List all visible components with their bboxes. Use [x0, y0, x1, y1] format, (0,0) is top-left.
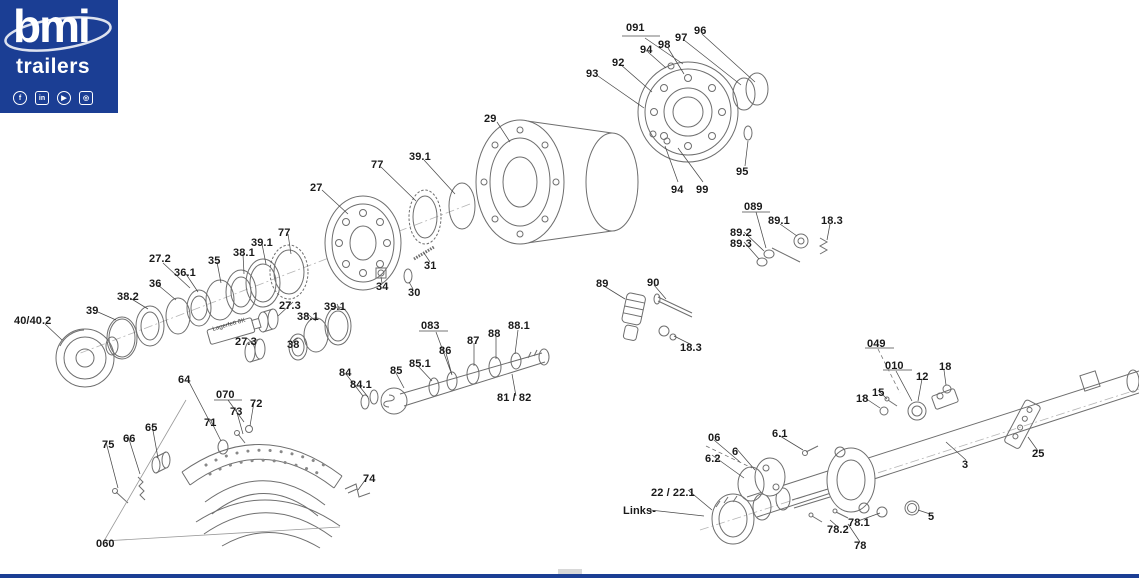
- part-label-93: 93: [586, 68, 599, 80]
- part-label-81-82: 81 / 82: [497, 392, 532, 404]
- part-label-39.1: 39.1: [324, 301, 346, 313]
- part-label-22-22.1: 22 / 22.1: [651, 487, 695, 499]
- part-label-27.3: 27.3: [279, 300, 301, 312]
- part-label-64: 64: [178, 374, 191, 386]
- part-label-18.3: 18.3: [821, 215, 843, 227]
- part-label-92: 92: [612, 57, 625, 69]
- linkedin-icon[interactable]: in: [35, 91, 49, 105]
- part-label-089: 089: [744, 201, 763, 213]
- part-label-29: 29: [484, 113, 497, 125]
- part-label-89: 89: [596, 278, 609, 290]
- part-label-38.2: 38.2: [117, 291, 139, 303]
- part-label-99: 99: [696, 184, 709, 196]
- logo-swoosh-icon: [4, 16, 112, 52]
- part-label-87: 87: [467, 335, 480, 347]
- part-label-39.1: 39.1: [251, 237, 273, 249]
- part-label-083: 083: [421, 320, 440, 332]
- brand-name: bmi: [13, 0, 91, 52]
- footer-tab: [558, 569, 582, 576]
- part-label-010: 010: [885, 360, 904, 372]
- part-label-66: 66: [123, 433, 136, 445]
- part-label-38.1: 38.1: [233, 247, 255, 259]
- part-label-12: 12: [916, 371, 929, 383]
- part-label-5: 5: [928, 511, 935, 523]
- part-label-38.1: 38.1: [297, 311, 319, 323]
- part-label-75: 75: [102, 439, 115, 451]
- part-label-35: 35: [208, 255, 221, 267]
- part-label-18: 18: [939, 361, 952, 373]
- part-label-36.1: 36.1: [174, 267, 196, 279]
- part-label-39: 39: [86, 305, 99, 317]
- part-label-6.1: 6.1: [772, 428, 788, 440]
- part-label-070: 070: [216, 389, 235, 401]
- part-label-25: 25: [1032, 448, 1045, 460]
- part-label-97: 97: [675, 32, 688, 44]
- part-label-86: 86: [439, 345, 452, 357]
- part-label-18.3: 18.3: [680, 342, 702, 354]
- part-label-94: 94: [640, 44, 653, 56]
- footer-bar: [0, 574, 1139, 578]
- part-label-96: 96: [694, 25, 707, 37]
- part-label-31: 31: [424, 260, 437, 272]
- part-label-06: 06: [708, 432, 721, 444]
- part-label-27: 27: [310, 182, 323, 194]
- part-label-84.1: 84.1: [350, 379, 372, 391]
- part-label-84: 84: [339, 367, 352, 379]
- part-label-27.2: 27.2: [149, 253, 171, 265]
- part-label-90: 90: [647, 277, 660, 289]
- part-label-74: 74: [363, 473, 376, 485]
- part-label-6.2: 6.2: [705, 453, 721, 465]
- brand-tagline: trailers: [16, 55, 91, 78]
- part-label-88: 88: [488, 328, 501, 340]
- part-label-85: 85: [390, 365, 403, 377]
- part-label-95: 95: [736, 166, 749, 178]
- part-label-lagerfett-8k: Lagerfett 8K: [212, 317, 247, 333]
- part-label-89.2: 89.2: [730, 227, 752, 239]
- part-label-36: 36: [149, 278, 162, 290]
- part-label-30: 30: [408, 287, 421, 299]
- part-label-73: 73: [230, 406, 243, 418]
- facebook-icon[interactable]: f: [13, 91, 27, 105]
- part-label-78.2: 78.2: [827, 524, 849, 536]
- part-label-77: 77: [371, 159, 384, 171]
- part-label-71: 71: [204, 417, 217, 429]
- part-label-94: 94: [671, 184, 684, 196]
- part-label-6: 6: [732, 446, 739, 458]
- part-label-049: 049: [867, 338, 886, 350]
- part-label-78: 78: [854, 540, 867, 552]
- part-label-27.3: 27.3: [235, 336, 257, 348]
- part-label-89.1: 89.1: [768, 215, 790, 227]
- part-label-98: 98: [658, 39, 671, 51]
- part-label-88.1: 88.1: [508, 320, 530, 332]
- part-label-3: 3: [962, 459, 969, 471]
- part-label-65: 65: [145, 422, 158, 434]
- part-label-89.3: 89.3: [730, 238, 752, 250]
- part-label-78.1: 78.1: [848, 517, 870, 529]
- part-label-060: 060: [96, 538, 115, 550]
- part-label-85.1: 85.1: [409, 358, 431, 370]
- instagram-icon[interactable]: ◎: [79, 91, 93, 105]
- part-label-39.1: 39.1: [409, 151, 431, 163]
- part-label-links-: Links-: [623, 505, 656, 517]
- part-label-091: 091: [626, 22, 645, 34]
- part-label-34: 34: [376, 281, 389, 293]
- part-label-38: 38: [287, 339, 300, 351]
- youtube-icon[interactable]: ▶: [57, 91, 71, 105]
- part-label-72: 72: [250, 398, 263, 410]
- part-label-15: 15: [872, 387, 885, 399]
- part-label-40-40.2: 40/40.2: [14, 315, 52, 327]
- part-label-18: 18: [856, 393, 869, 405]
- part-label-77: 77: [278, 227, 291, 239]
